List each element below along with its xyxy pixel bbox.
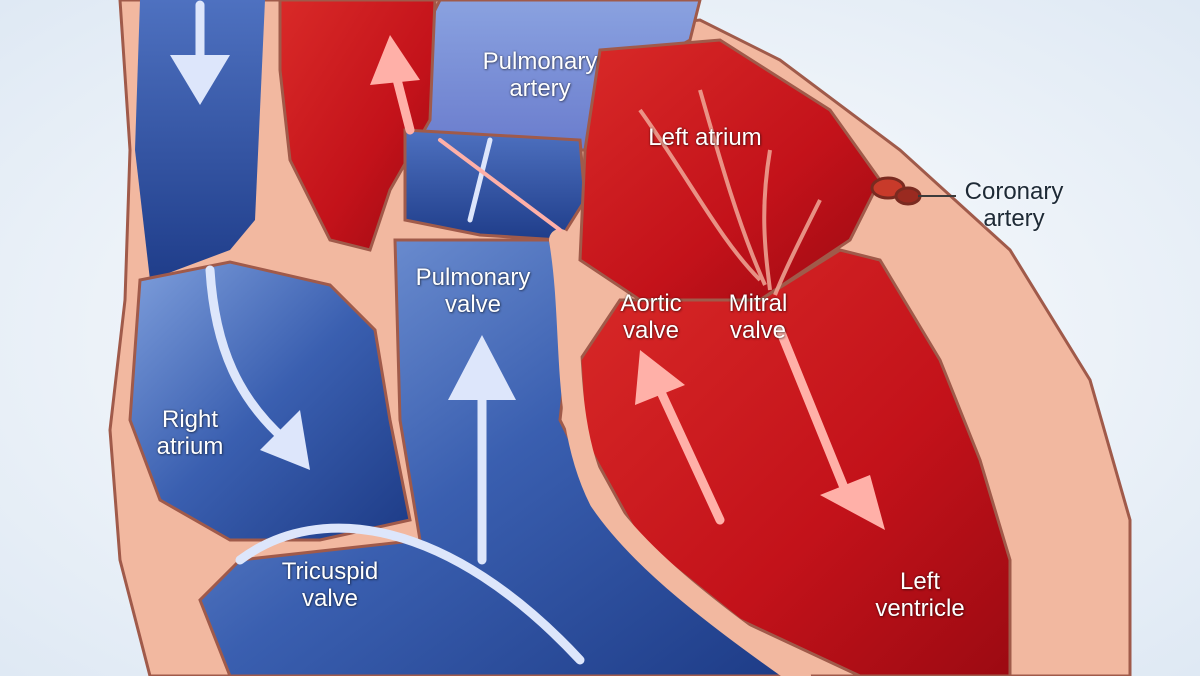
arrow-icon <box>235 523 585 665</box>
label-pulmonary-artery: Pulmonary artery <box>482 48 598 102</box>
arrow-icon <box>438 138 562 232</box>
pulmonary-valve-chamber <box>403 128 587 242</box>
arrow-icon <box>775 325 885 530</box>
label-mitral-valve: Mitral valve <box>728 290 788 344</box>
deoxygenated-flow-arrows <box>170 0 585 665</box>
arrow-icon <box>448 335 516 565</box>
arrow-icon <box>635 350 725 525</box>
arrow-icon <box>205 265 310 470</box>
vena-cava <box>135 0 265 280</box>
label-left-atrium: Left atrium <box>648 124 762 151</box>
coronary-vessel-icon <box>870 176 956 206</box>
arrow-icon <box>467 137 493 223</box>
arrow-icon <box>370 35 420 135</box>
left-atrium-chamber <box>578 38 882 302</box>
oxygenated-flow-arrows <box>370 35 885 530</box>
label-aortic-valve: Aortic valve <box>620 290 682 344</box>
label-right-atrium: Right atrium <box>156 406 224 460</box>
label-coronary-artery: Coronary artery <box>964 178 1064 232</box>
septum <box>549 229 811 676</box>
arrow-icon <box>170 0 230 105</box>
label-pulmonary-valve: Pulmonary valve <box>415 264 531 318</box>
mitral-chordae <box>638 89 822 296</box>
label-left-ventricle: Left ventricle <box>875 568 965 622</box>
right-atrium-chamber <box>128 260 412 542</box>
label-tricuspid-valve: Tricuspid valve <box>281 558 379 612</box>
